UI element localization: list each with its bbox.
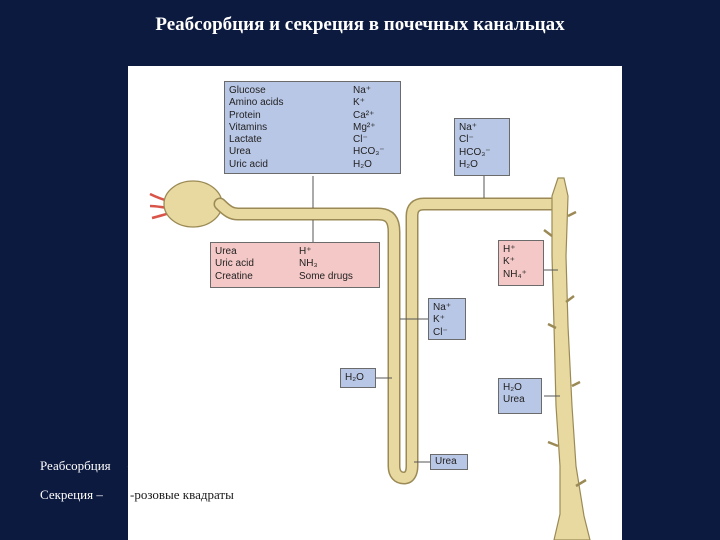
reabsorption-box-ascending-limb: Na⁺ K⁺ Cl⁻ <box>428 298 466 340</box>
reabsorbed-item: Cl⁻ <box>353 134 368 146</box>
secreted-item: Uric acid <box>215 258 254 270</box>
reabsorbed-item: Na⁺ <box>353 85 372 96</box>
nephron-diagram-svg <box>149 176 591 540</box>
legend-secretion-desc: -розовые квадраты <box>130 487 234 502</box>
reabsorbed-item: Na⁺ <box>433 302 452 313</box>
reabsorbed-item: Protein <box>229 109 261 121</box>
reabsorbed-item: Na⁺ <box>459 122 478 133</box>
bowmans-capsule <box>163 180 223 228</box>
slide-title: Реабсорбция и секреция в почечных каналь… <box>155 14 565 35</box>
reabsorbed-item: Ca²⁺ <box>353 109 375 121</box>
reabsorption-box-distal: Na⁺ Cl⁻ HCO₃⁻ H₂O <box>454 118 510 176</box>
reabsorbed-item: K⁺ <box>353 97 365 109</box>
reabsorbed-item: Urea <box>435 456 457 467</box>
reabsorbed-organics: Glucose Amino acids Protein Vitamins Lac… <box>229 85 283 171</box>
reabsorbed-item: HCO₃⁻ <box>459 146 491 158</box>
collecting-duct <box>543 177 591 540</box>
urea-box-loop: Urea <box>430 454 468 470</box>
secreted-item: Some drugs <box>299 270 353 282</box>
legend-secretion-term: Секреция – <box>40 487 103 502</box>
secreted-ions: H⁺ NH₃ Some drugs <box>299 246 353 283</box>
reabsorbed-item: Lactate <box>229 134 262 146</box>
legend-reabsorption-term: Реабсорбция <box>40 458 111 473</box>
secreted-item: Creatine <box>215 270 253 282</box>
renal-tubule <box>213 197 560 485</box>
secreted-item: NH₃ <box>299 258 318 270</box>
reabsorbed-item: H₂O <box>345 372 364 383</box>
reabsorbed-item: Amino acids <box>229 97 284 109</box>
reabsorbed-item: Cl⁻ <box>459 134 474 146</box>
reabsorbed-item: H₂O <box>503 382 522 393</box>
secreted-organics: Urea Uric acid Creatine <box>215 246 254 283</box>
connector-lines <box>312 176 560 463</box>
reabsorbed-item: H₂O <box>459 158 478 170</box>
reabsorption-box-descending-limb: H₂O <box>340 368 376 388</box>
reabsorbed-item: H₂O <box>353 158 372 170</box>
reabsorbed-item: K⁺ <box>433 314 445 326</box>
reabsorbed-item: Uric acid <box>229 158 268 170</box>
reabsorbed-ions: Na⁺ K⁺ Ca²⁺ Mg²⁺ Cl⁻ HCO₃⁻ H₂O <box>353 85 385 171</box>
reabsorbed-item: Urea <box>229 146 251 158</box>
reabsorbed-item: Urea <box>503 394 525 406</box>
reabsorbed-item: Cl⁻ <box>433 326 448 338</box>
reabsorption-box-proximal: Glucose Amino acids Protein Vitamins Lac… <box>224 81 401 174</box>
secreted-item: NH₄⁺ <box>503 268 527 280</box>
reabsorbed-item: Mg²⁺ <box>353 121 376 133</box>
reabsorbed-item: Glucose <box>229 85 266 96</box>
secretion-box-distal: H⁺ K⁺ NH₄⁺ <box>498 240 544 286</box>
secretion-box-proximal: Urea Uric acid Creatine H⁺ NH₃ Some drug… <box>210 242 380 288</box>
secreted-item: H⁺ <box>503 244 516 255</box>
reabsorbed-item: HCO₃⁻ <box>353 146 385 158</box>
nephron-diagram-panel: Glucose Amino acids Protein Vitamins Lac… <box>128 66 622 540</box>
secreted-item: K⁺ <box>503 256 515 268</box>
reabsorption-box-collecting-duct: H₂O Urea <box>498 378 542 414</box>
legend-reabsorption-desc: – голубые квадраты <box>128 458 238 473</box>
secreted-item: Urea <box>215 246 237 257</box>
secreted-item: H⁺ <box>299 246 312 257</box>
reabsorbed-item: Vitamins <box>229 121 268 133</box>
